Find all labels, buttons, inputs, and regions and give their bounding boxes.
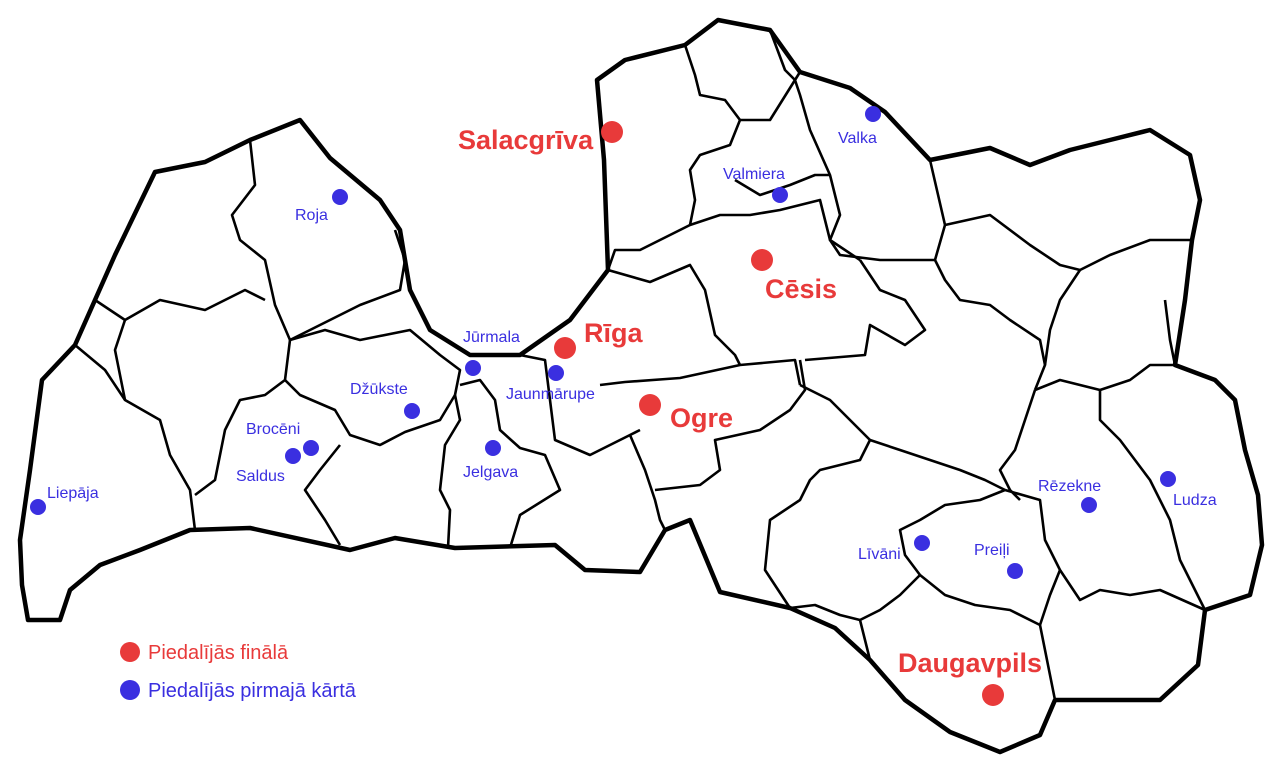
- city-dot-salacgriva: [601, 121, 623, 143]
- city-dot-jelgava: [485, 440, 501, 456]
- municipal-borders: [74, 29, 1207, 701]
- legend: Piedalījās finālā Piedalījās pirmajā kār…: [120, 642, 357, 702]
- city-dot-roja: [332, 189, 348, 205]
- city-dot-valka: [865, 106, 881, 122]
- city-label-roja: Roja: [295, 207, 328, 224]
- city-label-ludza: Ludza: [1173, 492, 1217, 509]
- city-dot-saldus: [285, 448, 301, 464]
- city-label-cesis: Cēsis: [765, 274, 837, 304]
- city-dot-daugavpils: [982, 684, 1004, 706]
- country-outline: [17, 17, 1265, 755]
- city-label-riga: Rīga: [584, 318, 643, 348]
- city-label-jaunmarupe: Jaunmārupe: [506, 386, 595, 403]
- first-round-labels: Valka Valmiera Roja Jūrmala Jaunmārupe D…: [47, 130, 1217, 563]
- legend-first-label: Piedalījās pirmajā kārtā: [148, 680, 357, 702]
- city-dot-rezekne: [1081, 497, 1097, 513]
- city-label-preili: Preiļi: [974, 542, 1010, 559]
- city-label-jelgava: Jelgava: [463, 464, 518, 481]
- city-label-ogre: Ogre: [670, 403, 733, 433]
- city-label-dzukste: Džūkste: [350, 381, 408, 398]
- city-label-liepaja: Liepāja: [47, 485, 99, 502]
- city-label-salacgriva: Salacgrīva: [458, 125, 594, 155]
- city-label-daugavpils: Daugavpils: [898, 648, 1042, 678]
- city-dot-dzukste: [404, 403, 420, 419]
- city-dot-broceni: [303, 440, 319, 456]
- city-dot-cesis: [751, 249, 773, 271]
- city-dot-jaunmarupe: [548, 365, 564, 381]
- city-label-valka: Valka: [838, 130, 877, 147]
- city-dot-preili: [1007, 563, 1023, 579]
- city-label-livani: Līvāni: [858, 546, 901, 563]
- city-label-broceni: Brocēni: [246, 421, 300, 438]
- final-labels: Salacgrīva Cēsis Rīga Ogre Daugavpils: [458, 125, 1042, 678]
- city-label-rezekne: Rēzekne: [1038, 478, 1101, 495]
- city-label-jurmala: Jūrmala: [463, 329, 520, 346]
- city-label-valmiera: Valmiera: [723, 166, 785, 183]
- city-dot-liepaja: [30, 499, 46, 515]
- city-dot-jurmala: [465, 360, 481, 376]
- first-round-dots: [30, 106, 1176, 579]
- city-dot-ogre: [639, 394, 661, 416]
- city-label-saldus: Saldus: [236, 468, 285, 485]
- city-dot-livani: [914, 535, 930, 551]
- final-dots: [554, 121, 1004, 706]
- city-dot-ludza: [1160, 471, 1176, 487]
- city-dot-riga: [554, 337, 576, 359]
- legend-first-dot: [120, 680, 140, 700]
- legend-final-dot: [120, 642, 140, 662]
- city-dot-valmiera: [772, 187, 788, 203]
- legend-final-label: Piedalījās finālā: [148, 642, 289, 664]
